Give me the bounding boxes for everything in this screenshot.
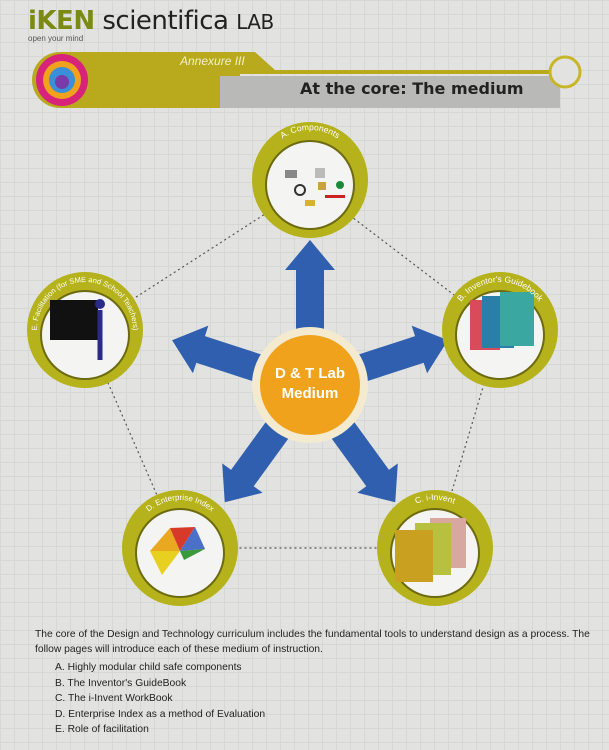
node-inventors-guidebook: B. Inventor's Guidebook: [442, 272, 558, 388]
arrow-down-right-icon: [326, 415, 398, 503]
node-components: A. Components: [252, 122, 368, 238]
brand-logo: iKEN scientifica LAB: [28, 6, 274, 36]
intro-paragraph: The core of the Design and Technology cu…: [35, 629, 590, 655]
list-item: E. Role of facilitation: [55, 724, 149, 735]
node-i-invent: C. i-Invent: [377, 490, 493, 606]
guidebook-icon: [470, 292, 534, 350]
center-label-2: Medium: [282, 385, 339, 402]
list-item: C. The i-Invent WorkBook: [55, 693, 173, 704]
title-bar: [220, 76, 560, 108]
list-item: A. Highly modular child safe components: [55, 662, 242, 673]
arrow-left-icon: [172, 325, 269, 384]
node-facilitation: E. Facilitation (for SME and School Teac…: [27, 272, 143, 388]
node-label-i-invent: C. i-Invent: [413, 492, 457, 506]
list-item: B. The Inventor's GuideBook: [55, 677, 187, 689]
radar-chart-icon: [150, 527, 205, 575]
header-ring: [548, 55, 582, 89]
teacher-board-icon: [50, 299, 105, 360]
tagline: open your mind: [28, 34, 84, 43]
diagram: D & T Lab Medium A. Components B. Invent…: [27, 52, 582, 606]
node-enterprise-index: D. Enterprise Index: [122, 490, 238, 606]
page-title: At the core: The medium: [300, 79, 524, 98]
svg-text:C. i-Invent: C. i-Invent: [413, 492, 457, 506]
arrow-up-icon: [285, 240, 335, 337]
wheel-icon: [36, 54, 88, 106]
center-circle: [260, 335, 360, 435]
arrows: [172, 240, 448, 503]
center-label-1: D & T Lab: [275, 365, 345, 382]
components-icon: [285, 168, 345, 206]
arrow-right-icon: [351, 325, 448, 384]
medium-list: A. Highly modular child safe components …: [55, 660, 265, 738]
annexure-label: Annexure III: [180, 54, 245, 68]
workbook-icon: [395, 518, 466, 582]
arrow-down-left-icon: [222, 415, 294, 503]
list-item: D. Enterprise Index as a method of Evalu…: [55, 708, 266, 720]
header-band: [32, 52, 560, 108]
